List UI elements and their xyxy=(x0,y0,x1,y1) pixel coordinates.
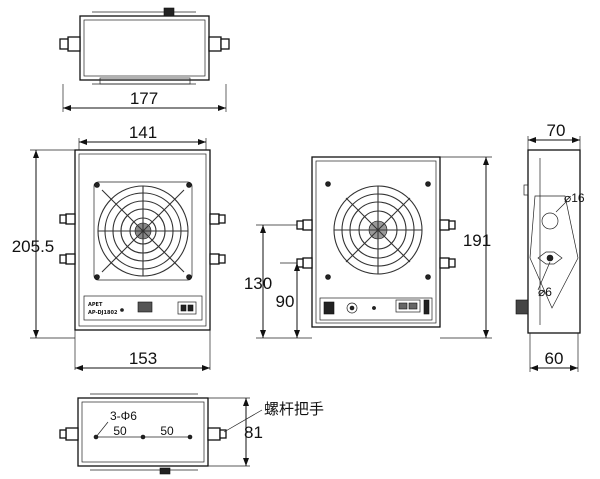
dim-hole-small: ⌀6 xyxy=(538,285,552,299)
dim-back-mount-low: 90 xyxy=(276,292,295,311)
front-view: APET AP-DJ1802 141 205.5 xyxy=(12,123,226,371)
callout-screw-handle: 螺杆把手 xyxy=(264,400,324,418)
panel-model: AP-DJ1802 xyxy=(88,310,118,316)
dim-top-width: 177 xyxy=(130,89,158,108)
dim-back-height: 191 xyxy=(463,231,491,250)
rear-view: 191 130 90 xyxy=(244,156,492,339)
dim-front-height: 205.5 xyxy=(12,237,55,256)
dim-bottom-holes: 3-Φ6 xyxy=(110,409,137,423)
dim-side-top: 70 xyxy=(547,121,566,140)
dim-bottom-spacing-2: 50 xyxy=(160,424,174,438)
dim-side-bottom: 60 xyxy=(545,349,564,368)
dim-bottom-spacing-1: 50 xyxy=(113,424,127,438)
dim-back-mount-high: 130 xyxy=(244,274,272,293)
dim-bottom-depth: 81 xyxy=(244,423,263,442)
dim-hole-large: ⌀16 xyxy=(564,191,585,205)
dim-front-top: 141 xyxy=(129,123,157,142)
bottom-view: 3-Φ6 50 50 81 螺杆把手 xyxy=(59,393,324,475)
side-view: 70 60 ⌀16 ⌀6 xyxy=(515,121,585,372)
top-view: 177 xyxy=(59,7,230,112)
dim-front-bottom: 153 xyxy=(129,349,157,368)
panel-brand: APET xyxy=(88,302,103,308)
